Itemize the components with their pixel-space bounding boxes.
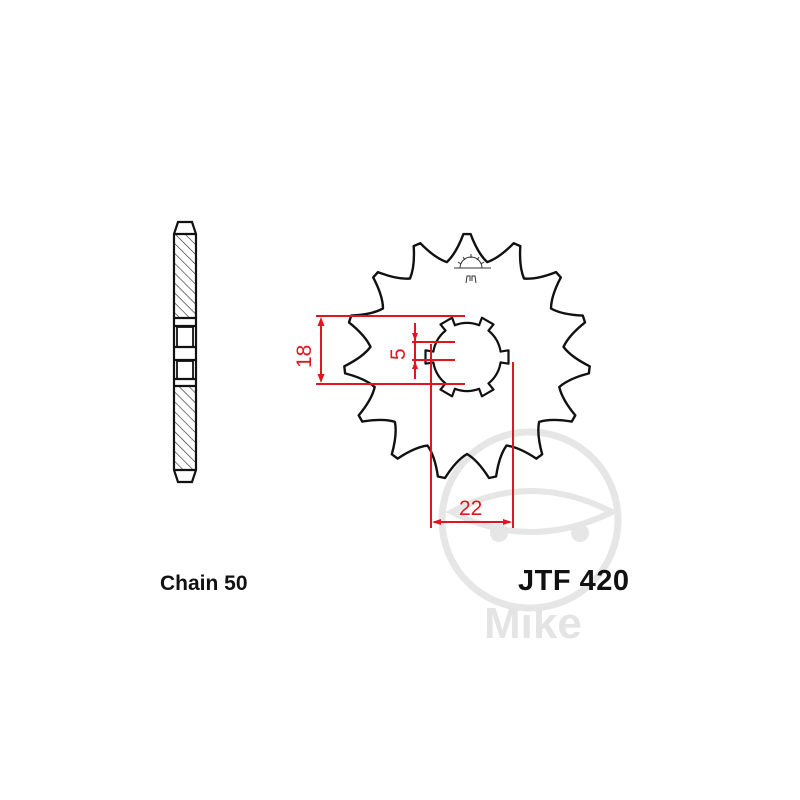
dim-18-label: 18 bbox=[293, 345, 316, 368]
side-view bbox=[172, 220, 198, 484]
dimension-lines bbox=[316, 315, 514, 528]
dim-5-label: 5 bbox=[387, 348, 410, 360]
manufacturer-mark-icon bbox=[454, 254, 491, 284]
dim-22-label: 22 bbox=[459, 497, 482, 520]
watermark-text: Mike bbox=[484, 599, 582, 648]
watermark-eyes bbox=[490, 524, 589, 542]
part-number-label: JTF 420 bbox=[518, 565, 630, 597]
sprocket-outline bbox=[343, 232, 591, 480]
spline-bore bbox=[424, 316, 510, 398]
chain-size-label: Chain 50 bbox=[160, 572, 248, 595]
